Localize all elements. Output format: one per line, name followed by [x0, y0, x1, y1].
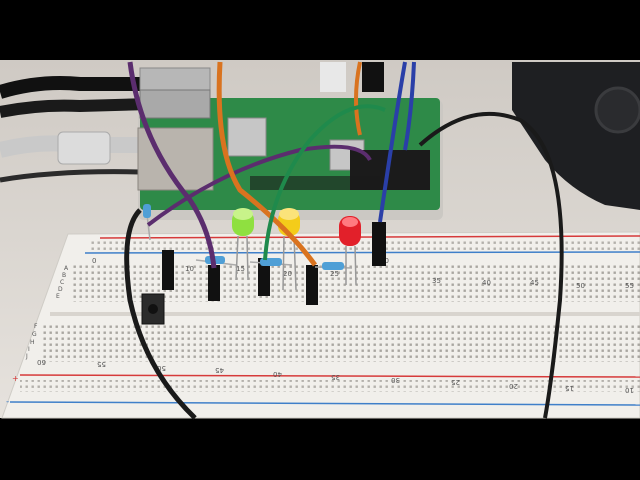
thin-cable: [0, 169, 141, 183]
bb-num: 50: [157, 364, 166, 372]
bb-letter: B: [62, 272, 66, 279]
wire-orange-2: [354, 61, 362, 136]
bb-letter: D: [58, 286, 63, 293]
center-channel: [50, 312, 640, 316]
power-plug: [362, 62, 384, 92]
bb-num: 15: [236, 265, 245, 273]
jumper-pin: [306, 265, 318, 305]
bb-num: 30: [391, 376, 400, 384]
bb-letter: I: [28, 346, 30, 353]
bb-num: 20: [283, 270, 292, 278]
bb-num: 15: [565, 384, 574, 392]
usb-port-bottom: [139, 89, 211, 119]
jumper-pin: [162, 250, 174, 290]
green-led: [232, 208, 254, 281]
jumper-pin: [372, 222, 386, 266]
usb-cable: [0, 76, 150, 99]
bb-num: 40: [482, 279, 491, 287]
bb-letter: G: [32, 331, 37, 338]
rail-red-bottom: [19, 374, 640, 378]
wire-green: [263, 104, 386, 261]
gpio-pins: [250, 176, 380, 190]
wire-blue: [378, 61, 407, 223]
bb-num: 20: [509, 382, 518, 390]
wire-black-2: [124, 208, 197, 420]
bb-num: 45: [215, 366, 224, 374]
bb-num: 50: [576, 282, 585, 290]
resistor: [322, 262, 344, 270]
wire-purple-2: [146, 144, 372, 227]
bb-letter: C: [60, 279, 64, 286]
terminal-holes-bottom: [40, 322, 640, 362]
bb-letter: J: [25, 353, 28, 360]
bb-num: 10: [625, 386, 634, 394]
bb-num: 35: [331, 373, 340, 381]
bb-letter: H: [30, 339, 35, 346]
rail-blue-bottom: [9, 401, 640, 406]
letterbox-top: [0, 0, 640, 60]
rail-holes-top: [90, 241, 640, 251]
bottom-letter-column: F G H I J: [25, 323, 38, 360]
cpu-heatsink: [227, 117, 267, 157]
bb-letter: F: [34, 323, 38, 330]
bb-num: 25: [451, 378, 460, 386]
bb-num: 0: [92, 257, 96, 265]
rail-red-top: [99, 235, 640, 239]
fan-icon: [594, 86, 640, 134]
top-letter-column: A B C D E: [56, 265, 69, 300]
bb-num: 55: [97, 360, 106, 368]
rail-blue-top: [84, 251, 640, 254]
button-cap-icon: [148, 304, 158, 314]
plus-sign: +: [12, 374, 19, 383]
usb-c-plug: [320, 62, 346, 92]
jumper-pin: [258, 258, 270, 296]
bb-num: 40: [273, 370, 282, 378]
bb-num: 25: [330, 270, 339, 278]
minus-sign: -: [6, 397, 9, 407]
bb-num: 60: [37, 358, 46, 366]
letterbox-bottom: [0, 418, 640, 480]
red-led: [339, 216, 361, 286]
bb-num: 10: [185, 265, 194, 273]
wire-orange: [216, 61, 318, 267]
bottom-number-row: 60 55 50 45 40 35 30 25 20 15 10: [37, 358, 634, 394]
ethernet-plug: [57, 131, 111, 165]
wire-purple: [127, 61, 217, 269]
bb-letter: A: [64, 265, 69, 272]
resistor: [143, 204, 151, 218]
bb-letter: E: [56, 293, 60, 300]
bb-num: 35: [432, 277, 441, 285]
wire-black: [418, 111, 564, 419]
bb-num: 55: [625, 282, 634, 290]
bb-num: 45: [530, 279, 539, 287]
wire-blue-2: [403, 61, 416, 151]
rail-holes-bottom: [20, 380, 640, 392]
jumper-pin: [208, 265, 220, 301]
usb-cable-2: [0, 98, 151, 118]
